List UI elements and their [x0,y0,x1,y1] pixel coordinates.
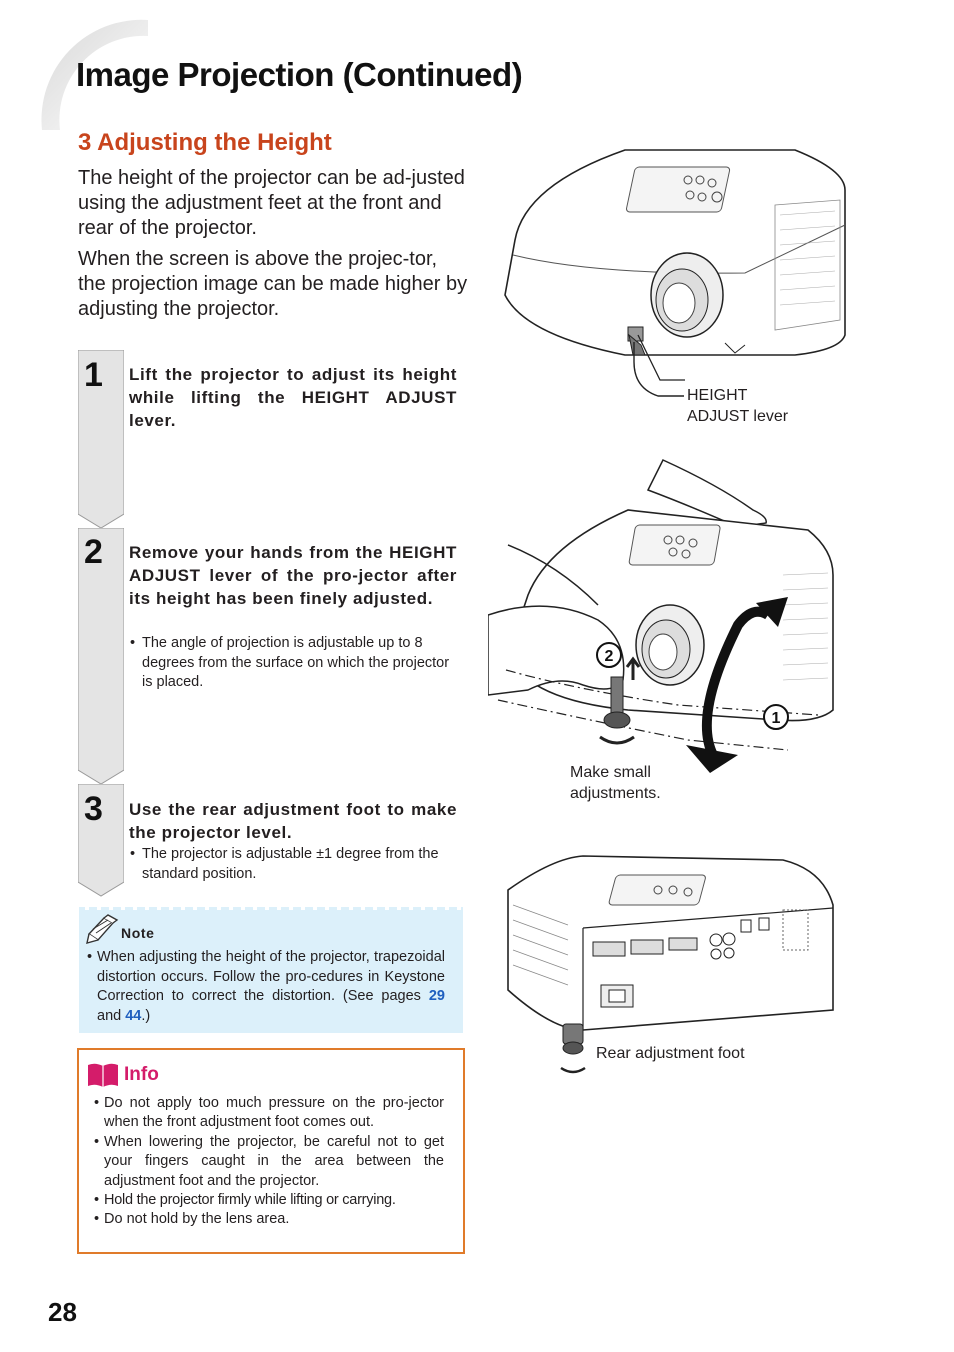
info-bullet: Do not hold by the lens area. [94,1210,444,1230]
note-text-part: .) [141,1007,151,1024]
info-text: Do not apply too much pressure on the pr… [94,1094,444,1230]
step-2-tab [78,528,124,785]
info-bullet: Hold the projector firmly while lifting … [94,1191,444,1211]
section-heading: 3 Adjusting the Height [78,129,332,156]
page-number: 28 [48,1297,77,1327]
projector-front-illustration [504,149,846,381]
step-3-note: The projector is adjustable ±1 degree fr… [129,843,453,884]
note-bullet: When adjusting the height of the project… [87,948,445,1026]
height-adjust-caption: HEIGHT ADJUST lever [687,385,788,427]
book-info-icon [88,1063,118,1087]
step-3-tab [78,784,124,897]
step-1-tab [78,350,124,529]
step-2-text: Remove your hands from the HEIGHT ADJUST… [129,543,457,608]
note-text-part: and [97,1007,126,1024]
projector-rear-illustration [507,855,834,1074]
page-title: Image Projection (Continued) [76,56,523,93]
step-3-text: Use the rear adjustment foot to make the… [129,800,457,842]
note-text: When adjusting the height of the project… [87,948,445,1026]
caption-line: ADJUST lever [687,408,789,425]
page-link-29[interactable]: 29 [428,988,445,1004]
step-2-bullet: The angle of projection is adjustable up… [130,634,453,693]
step-2-number: 2 [84,533,103,571]
info-bullet: When lowering the projector, be careful … [94,1133,444,1191]
step-1-text: Lift the projector to adjust its height … [129,365,457,430]
page-link-44[interactable]: 44 [125,1007,142,1024]
caption-line: HEIGHT [687,387,748,404]
callout-2-label: 2 [605,648,614,665]
height-lever-leader-line [633,342,684,397]
callout-1-label: 1 [772,710,781,727]
projector-lifting-illustration: 2 1 [488,459,834,773]
step-3-number: 3 [84,790,103,828]
step-2-note: The angle of projection is adjustable up… [129,632,453,693]
title-arc-decoration [41,19,149,130]
note-text-part: When adjusting the height of the project… [97,949,445,1004]
intro-paragraph: When the screen is above the projec-tor,… [78,248,468,320]
note-dash-border [79,904,463,914]
info-label: Info [124,1064,159,1085]
small-adjust-caption: Make small adjustments. [570,762,661,804]
info-bullet: Do not apply too much pressure on the pr… [94,1094,444,1133]
caption-line: Make small [570,764,651,781]
rear-foot-caption: Rear adjustment foot [596,1045,745,1062]
intro-text: The height of the projector can be ad-ju… [78,166,470,328]
step-3-bullet: The projector is adjustable ±1 degree fr… [130,845,453,884]
pencil-note-icon [86,914,119,944]
intro-paragraph: The height of the projector can be ad-ju… [78,167,465,239]
caption-line: adjustments. [570,785,661,802]
step-1-number: 1 [84,356,103,394]
note-label: Note [121,925,155,941]
